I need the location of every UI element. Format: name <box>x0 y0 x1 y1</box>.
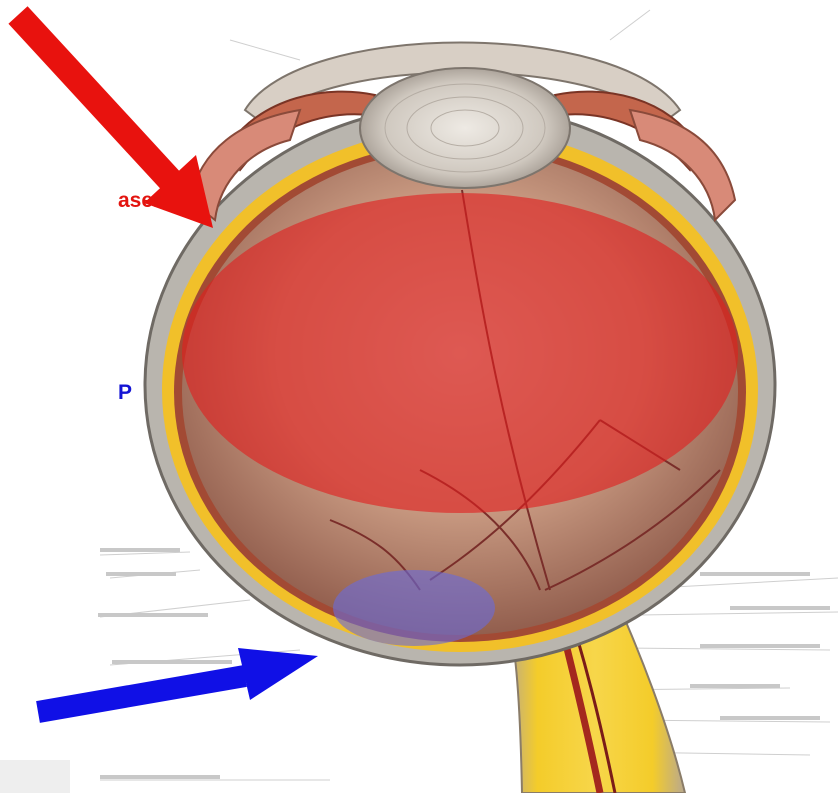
blue-annotation-label: P <box>118 382 132 403</box>
caption-strip <box>0 760 70 793</box>
red-treatment-zone <box>182 193 738 513</box>
red-annotation-label: aser <box>118 190 161 211</box>
blue-arrow <box>38 648 318 712</box>
blue-macular-zone <box>333 570 495 646</box>
red-arrow <box>18 15 213 228</box>
lens <box>360 68 570 188</box>
